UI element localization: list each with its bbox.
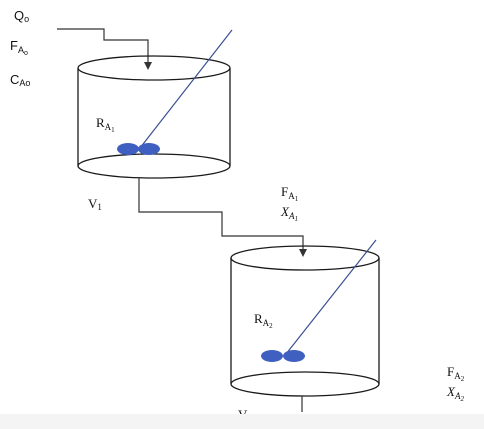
reactor-2-impeller — [261, 350, 305, 362]
outlet-molar-flow-label: FA2 — [447, 364, 465, 383]
svg-text:RA2: RA2 — [254, 311, 273, 330]
reactor-1-top-rim — [77, 55, 231, 81]
svg-text:XA2: XA2 — [446, 384, 464, 403]
svg-text:FAo: FAo — [10, 38, 28, 57]
reactor-2-rate-label: RA2 — [254, 311, 273, 330]
reactor-1-rate-label: RA1 — [96, 115, 115, 134]
intermediate-conversion-label: XA1 — [280, 204, 298, 223]
svg-text:V1: V1 — [88, 196, 102, 212]
reactor-2 — [230, 239, 380, 397]
reactor-1 — [77, 29, 233, 179]
feed-flow-label: Qo — [14, 8, 29, 24]
outlet-conversion-label: XA2 — [446, 384, 464, 403]
svg-text:Qo: Qo — [14, 8, 29, 24]
reactor-2-top-rim — [230, 245, 380, 271]
intermediate-stream-line — [138, 178, 307, 257]
feed-molar-flow-label: FAo — [10, 38, 28, 57]
reactor-2-stirrer-shaft — [285, 239, 377, 355]
reactor-1-volume-label: V1 — [88, 196, 102, 212]
svg-text:CAo: CAo — [10, 72, 30, 88]
svg-text:RA1: RA1 — [96, 115, 115, 134]
svg-text:XA1: XA1 — [280, 204, 298, 223]
svg-text:FA2: FA2 — [447, 364, 465, 383]
svg-text:FA1: FA1 — [281, 184, 299, 203]
reactor-1-stirrer-shaft — [139, 29, 233, 149]
reactor-1-impeller — [117, 143, 160, 155]
reactor-1-bottom — [77, 153, 231, 179]
intermediate-molar-flow-label: FA1 — [281, 184, 299, 203]
feed-concentration-label: CAo — [10, 72, 30, 88]
bottom-fade-strip — [0, 414, 484, 429]
reactor-2-bottom — [230, 371, 380, 397]
feed-stream-line — [57, 28, 152, 70]
